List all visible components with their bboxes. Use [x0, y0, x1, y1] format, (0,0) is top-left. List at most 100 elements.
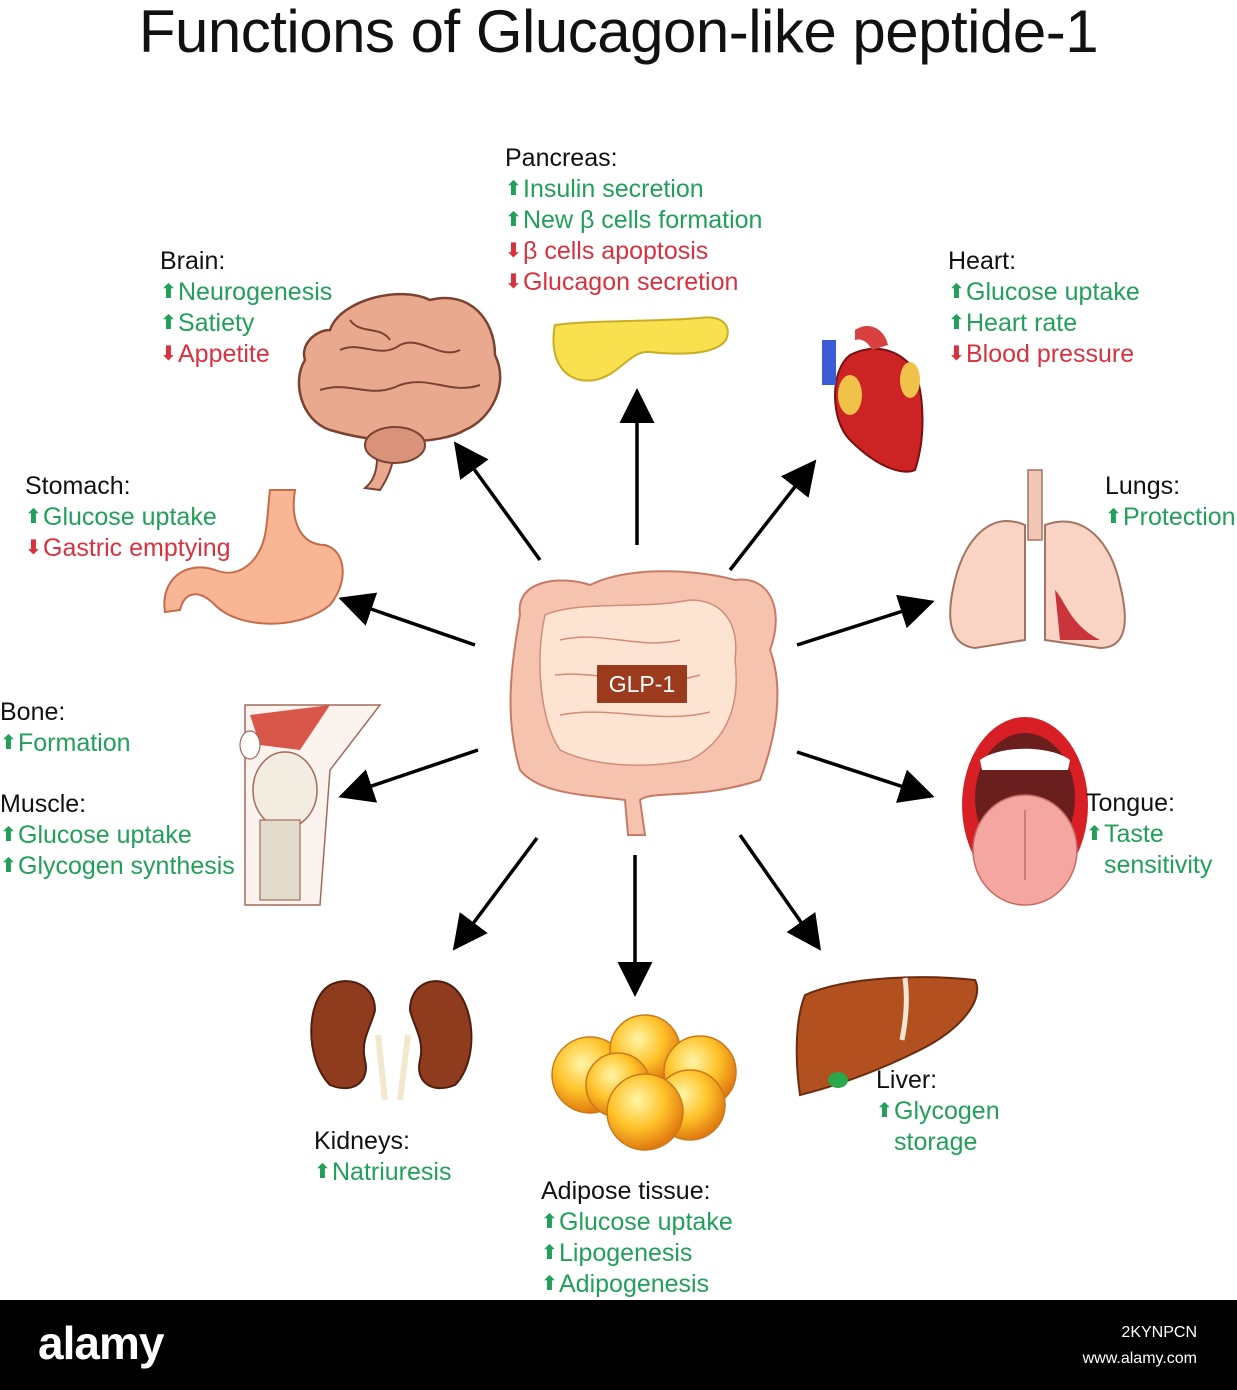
- pancreas-effect: ⬆New β cells formation: [505, 205, 762, 236]
- tongue-effect: sensitivity: [1086, 850, 1212, 881]
- diagram-canvas: [163, 292, 1126, 1151]
- lungs-illustration: [949, 469, 1126, 650]
- up-arrow-icon: ⬆: [1086, 823, 1103, 845]
- footer-logo: alamy: [38, 1317, 164, 1369]
- adipose-effect-text: Adipogenesis: [559, 1270, 710, 1298]
- kidneys-effect: ⬆Natriuresis: [314, 1157, 451, 1188]
- brain-name: Brain:: [160, 247, 226, 275]
- brain-block: Brain:⬆Neurogenesis⬆Satiety⬇Appetite: [160, 246, 332, 370]
- up-arrow-icon: ⬆: [25, 506, 42, 528]
- tongue-illustration: [962, 717, 1088, 906]
- arrow-to-tongue: [796, 750, 935, 803]
- brain-illustration: [297, 292, 502, 492]
- down-arrow-icon: ⬇: [505, 271, 522, 293]
- lungs-effect: ⬆Protection: [1105, 502, 1236, 533]
- bone-block: Bone:⬆Formation: [0, 697, 131, 759]
- page-title: Functions of Glucagon-like peptide-1: [138, 0, 1099, 65]
- brain-effect-text: Appetite: [178, 340, 270, 368]
- up-arrow-icon: ⬆: [876, 1100, 893, 1122]
- up-arrow-icon: ⬆: [505, 209, 522, 231]
- adipose-name: Adipose tissue:: [541, 1177, 711, 1205]
- pancreas-name: Pancreas:: [505, 144, 618, 172]
- up-arrow-icon: ⬆: [948, 281, 965, 303]
- up-arrow-icon: ⬆: [541, 1273, 558, 1295]
- bone-effect-text: Formation: [18, 729, 131, 757]
- brain-effect: ⬇Appetite: [160, 339, 332, 370]
- liver-illustration: [795, 976, 979, 1097]
- up-arrow-icon: ⬆: [314, 1161, 331, 1183]
- heart-effect: ⬇Blood pressure: [948, 339, 1140, 370]
- lungs-effect-text: Protection: [1123, 503, 1236, 531]
- arrow-to-kidneys: [452, 836, 539, 951]
- footer-bar: alamy 2KYNPCN www.alamy.com: [0, 1300, 1237, 1390]
- knee-illustration: [239, 704, 382, 906]
- liver-effect: storage: [876, 1127, 1000, 1158]
- heart-name: Heart:: [948, 247, 1017, 275]
- lungs-block: Lungs:⬆Protection: [1105, 471, 1236, 533]
- muscle-name: Muscle:: [0, 790, 87, 818]
- up-arrow-icon: ⬆: [505, 178, 522, 200]
- brain-effect: ⬆Satiety: [160, 308, 332, 339]
- intestine-illustration: [509, 570, 779, 836]
- bone-effect: ⬆Formation: [0, 728, 131, 759]
- muscle-block: Muscle:⬆Glucose uptake⬆Glycogen synthesi…: [0, 789, 235, 882]
- heart-effect-text: Heart rate: [966, 309, 1078, 337]
- stomach-name: Stomach:: [25, 472, 131, 500]
- kidneys-name: Kidneys:: [314, 1127, 410, 1155]
- up-arrow-icon: ⬆: [0, 824, 17, 846]
- arrow-to-brain: [453, 441, 542, 562]
- arrow-to-liver: [738, 833, 822, 951]
- up-arrow-icon: ⬆: [948, 312, 965, 334]
- arrow-to-lungs: [796, 594, 935, 647]
- muscle-effect-text: Glycogen synthesis: [18, 852, 235, 880]
- pancreas-effect-text: β cells apoptosis: [523, 237, 709, 265]
- up-arrow-icon: ⬆: [0, 732, 17, 754]
- heart-effect: ⬆Heart rate: [948, 308, 1140, 339]
- tongue-effect: ⬆Taste: [1086, 819, 1212, 850]
- arrows: [338, 388, 935, 997]
- up-arrow-icon: ⬆: [541, 1242, 558, 1264]
- down-arrow-icon: ⬇: [505, 240, 522, 262]
- heart-block: Heart:⬆Glucose uptake⬆Heart rate⬇Blood p…: [948, 246, 1140, 370]
- muscle-effect: ⬆Glucose uptake: [0, 820, 235, 851]
- pancreas-illustration: [552, 316, 729, 382]
- pancreas-effect: ⬇β cells apoptosis: [505, 236, 762, 267]
- brain-effect-text: Satiety: [178, 309, 255, 337]
- liver-effect-text: storage: [894, 1128, 978, 1156]
- tongue-name: Tongue:: [1086, 789, 1175, 817]
- stomach-effect: ⬆Glucose uptake: [25, 502, 231, 533]
- adipose-illustration: [551, 1014, 737, 1151]
- adipose-effect-text: Lipogenesis: [559, 1239, 693, 1267]
- pancreas-effect-text: New β cells formation: [523, 206, 763, 234]
- stomach-illustration: [163, 489, 344, 625]
- kidneys-block: Kidneys:⬆Natriuresis: [314, 1126, 451, 1188]
- heart-illustration: [822, 325, 924, 473]
- liver-name: Liver:: [876, 1066, 938, 1094]
- kidneys-illustration: [310, 980, 473, 1101]
- adipose-effect-text: Glucose uptake: [559, 1208, 733, 1236]
- stomach-block: Stomach:⬆Glucose uptake⬇Gastric emptying: [25, 471, 231, 564]
- stomach-effect: ⬇Gastric emptying: [25, 533, 231, 564]
- lungs-name: Lungs:: [1105, 472, 1181, 500]
- up-arrow-icon: ⬆: [1105, 506, 1122, 528]
- pancreas-block: Pancreas:⬆Insulin secretion⬆New β cells …: [505, 143, 762, 298]
- down-arrow-icon: ⬇: [948, 343, 965, 365]
- bone-name: Bone:: [0, 698, 66, 726]
- kidneys-effect-text: Natriuresis: [332, 1158, 452, 1186]
- adipose-block: Adipose tissue:⬆Glucose uptake⬆Lipogenes…: [541, 1176, 733, 1300]
- muscle-effect: ⬆Glycogen synthesis: [0, 851, 235, 882]
- pancreas-effect: ⬆Insulin secretion: [505, 174, 762, 205]
- brain-effect-text: Neurogenesis: [178, 278, 333, 306]
- arrow-to-muscle: [338, 748, 479, 803]
- liver-effect: ⬆Glycogen: [876, 1096, 1000, 1127]
- pancreas-effect-text: Glucagon secretion: [523, 268, 739, 296]
- footer-url: www.alamy.com: [1082, 1350, 1197, 1367]
- stomach-effect-text: Gastric emptying: [43, 534, 231, 562]
- down-arrow-icon: ⬇: [25, 537, 42, 559]
- tongue-effect-text: sensitivity: [1104, 851, 1213, 879]
- up-arrow-icon: ⬆: [0, 855, 17, 877]
- adipose-effect: ⬆Glucose uptake: [541, 1207, 733, 1238]
- brain-effect: ⬆Neurogenesis: [160, 277, 332, 308]
